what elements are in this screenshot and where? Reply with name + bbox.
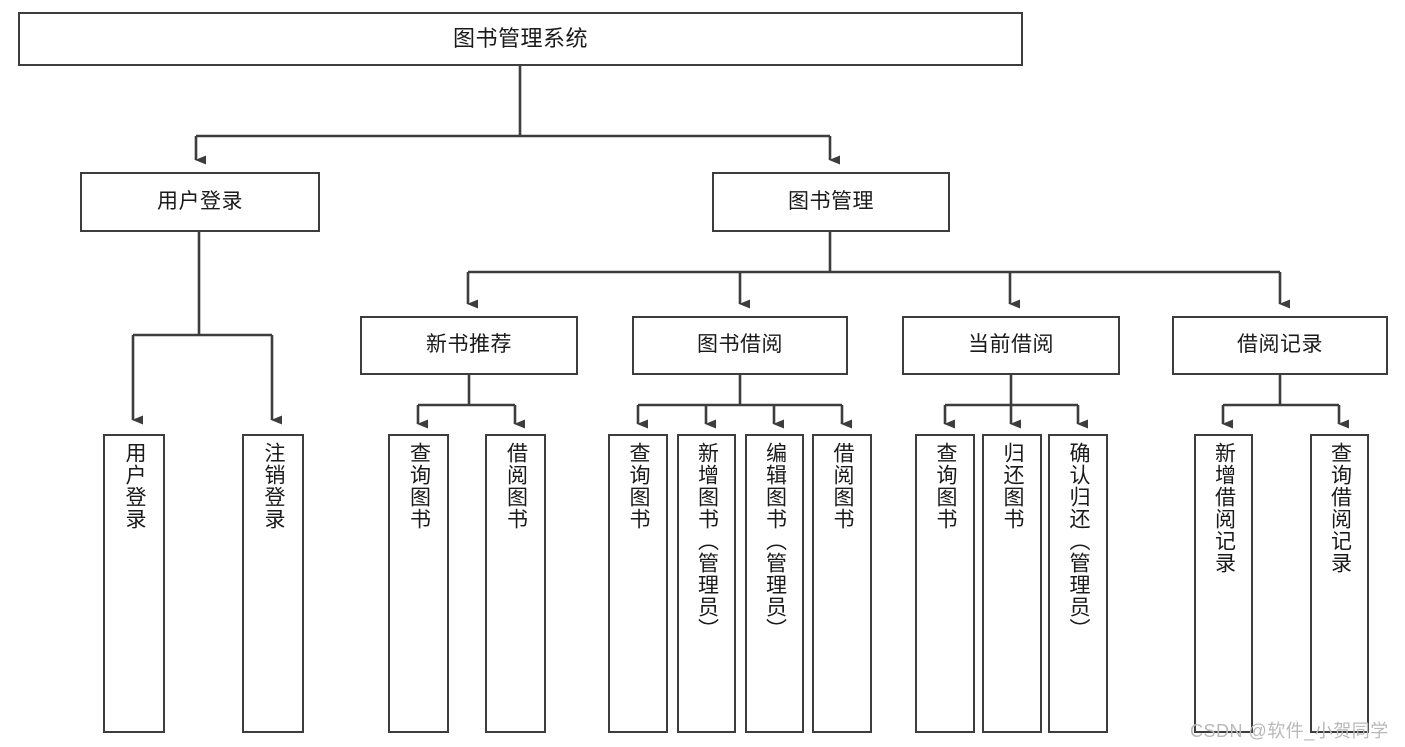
watermark: CSDN @软件_小贺同学: [1190, 721, 1389, 741]
node-label: 新书推荐: [426, 333, 512, 357]
node-label: 当前借阅: [968, 333, 1054, 357]
node-root-system[interactable]: 图书管理系统: [18, 12, 1023, 66]
leaf-return-book[interactable]: 归还图书: [982, 434, 1042, 733]
node-label: 新增借阅记录: [1212, 442, 1236, 574]
node-label: 借阅图书: [831, 442, 855, 530]
leaf-query-book-current[interactable]: 查询图书: [915, 434, 975, 733]
node-label: 用户登录: [123, 442, 147, 530]
node-label: 借阅图书: [504, 442, 528, 530]
node-borrow-record[interactable]: 借阅记录: [1172, 316, 1388, 375]
node-current-borrow[interactable]: 当前借阅: [902, 316, 1120, 375]
node-label: 用户登录: [157, 189, 243, 213]
node-user-login[interactable]: 用户登录: [80, 172, 320, 232]
node-book-management[interactable]: 图书管理: [712, 172, 950, 232]
node-label: 借阅记录: [1237, 333, 1323, 357]
leaf-add-borrow-record[interactable]: 新增借阅记录: [1194, 434, 1253, 733]
node-label: 图书管理系统: [452, 26, 588, 52]
node-label: 查询图书: [627, 442, 651, 530]
leaf-confirm-return-admin[interactable]: 确认归还（管理员）: [1048, 434, 1108, 733]
leaf-query-borrow-record[interactable]: 查询借阅记录: [1310, 434, 1369, 733]
node-label: 查询借阅记录: [1328, 442, 1352, 574]
leaf-borrow-book[interactable]: 借阅图书: [812, 434, 872, 733]
leaf-query-book-borrow[interactable]: 查询图书: [608, 434, 668, 733]
leaf-borrow-book-recommend[interactable]: 借阅图书: [485, 434, 546, 733]
node-book-borrow[interactable]: 图书借阅: [632, 316, 848, 375]
node-label: 新增图书（管理员）: [695, 442, 719, 640]
node-label: 图书借阅: [697, 333, 783, 357]
node-label: 图书管理: [788, 189, 874, 213]
leaf-edit-book-admin[interactable]: 编辑图书（管理员）: [745, 434, 804, 733]
node-label: 查询图书: [934, 442, 958, 530]
leaf-query-book-recommend[interactable]: 查询图书: [388, 434, 449, 733]
node-label: 注销登录: [262, 442, 286, 530]
node-label: 查询图书: [407, 442, 431, 530]
leaf-add-book-admin[interactable]: 新增图书（管理员）: [677, 434, 736, 733]
leaf-user-login[interactable]: 用户登录: [103, 434, 165, 733]
leaf-logout-login[interactable]: 注销登录: [242, 434, 304, 733]
node-label: 确认归还（管理员）: [1067, 442, 1091, 640]
node-label: 归还图书: [1001, 442, 1025, 530]
node-label: 编辑图书（管理员）: [763, 442, 787, 640]
node-new-book-recommend[interactable]: 新书推荐: [360, 316, 578, 375]
